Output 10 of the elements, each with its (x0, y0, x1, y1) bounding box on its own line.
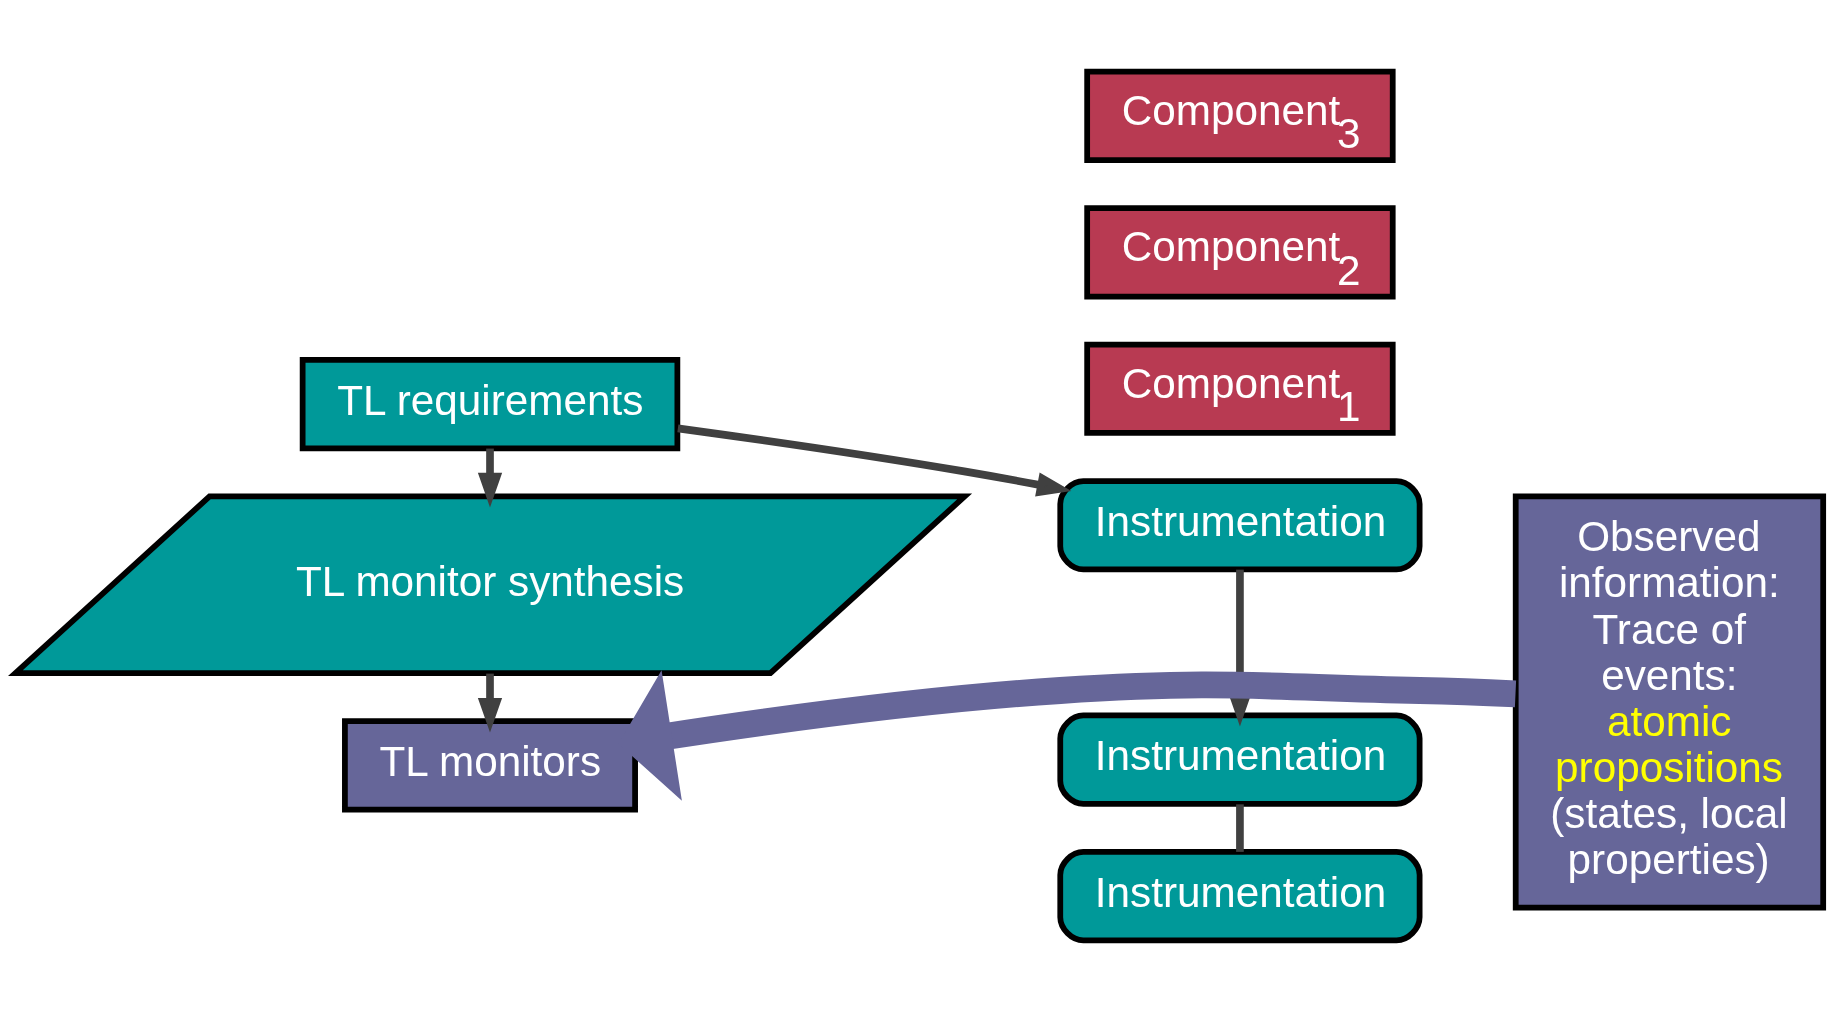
arrow (677, 424, 1072, 497)
node-box: Observed information: Trace of events: atomic propositions (states, local properties) (1512, 493, 1827, 911)
arrow (477, 673, 503, 733)
node-box: Instrumentation (1057, 478, 1423, 573)
arrow (477, 448, 503, 508)
node-box: Instrumentation (1057, 849, 1423, 944)
connector (1236, 804, 1244, 852)
node-box: Instrumentation (1057, 712, 1423, 807)
node-box: TL monitors (342, 718, 638, 813)
node-box: TL requirements (299, 357, 681, 452)
